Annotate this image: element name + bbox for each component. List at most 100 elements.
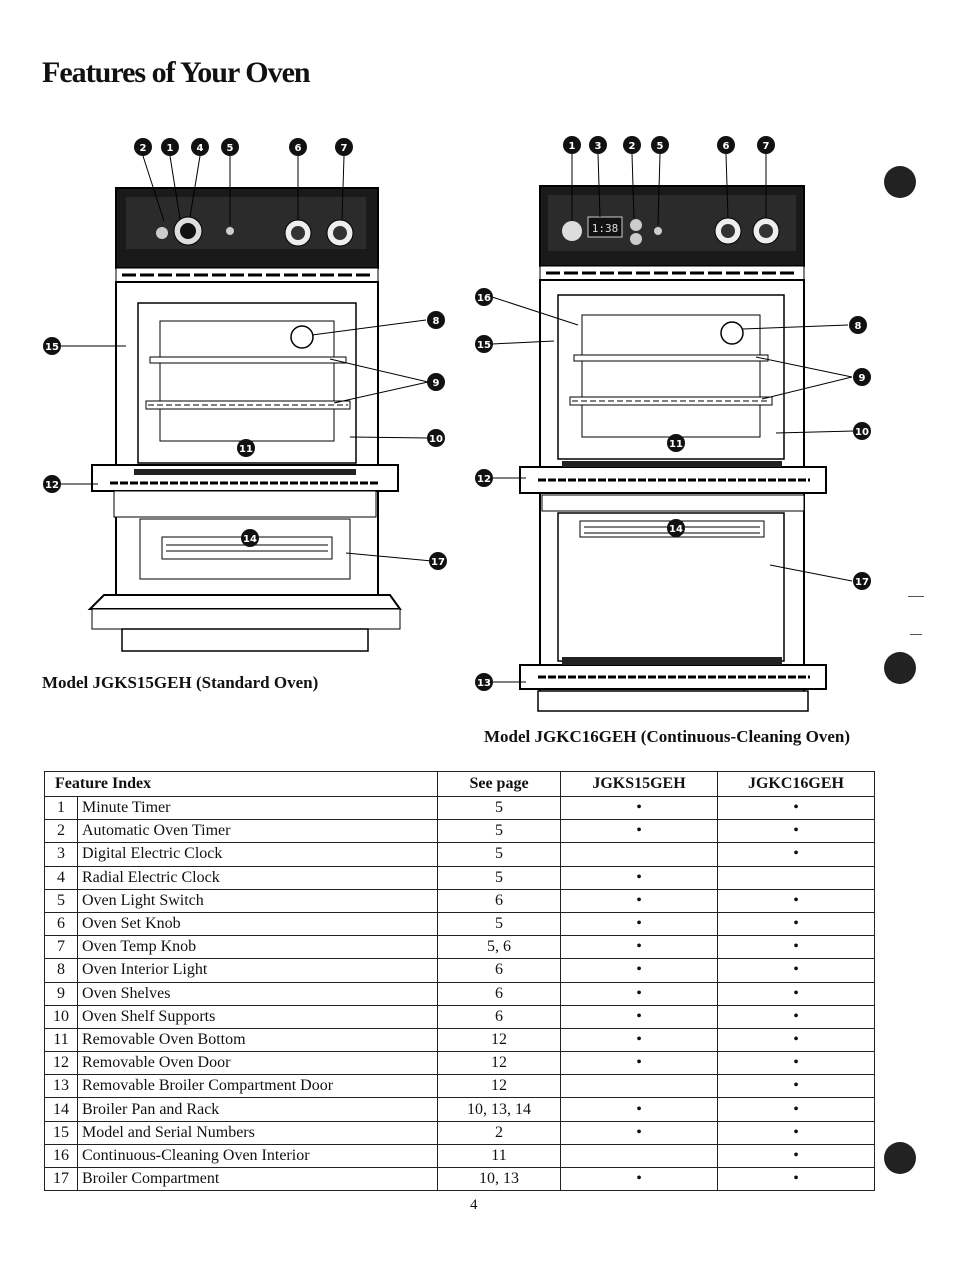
callout-17: 17 xyxy=(853,572,871,590)
feature-name: Oven Light Switch xyxy=(77,888,438,913)
feature-number: 6 xyxy=(44,911,78,937)
callout-10: 10 xyxy=(853,422,871,440)
svg-text:8: 8 xyxy=(855,321,862,332)
svg-text:1: 1 xyxy=(167,143,174,154)
jgkc16geh-cell: • xyxy=(717,911,875,937)
feature-name: Oven Set Knob xyxy=(77,911,438,937)
see-page-cell: 5, 6 xyxy=(437,935,561,960)
svg-text:1: 1 xyxy=(569,141,576,152)
feature-name: Automatic Oven Timer xyxy=(77,819,438,844)
jgkc16geh-cell: • xyxy=(717,981,875,1006)
feature-name: Oven Interior Light xyxy=(77,958,438,983)
feature-name: Broiler Pan and Rack xyxy=(77,1097,438,1122)
feature-number: 8 xyxy=(44,958,78,983)
callout-15: 15 xyxy=(475,335,493,353)
jgks15geh-cell: • xyxy=(560,911,718,937)
svg-text:5: 5 xyxy=(657,141,664,152)
see-page-cell: 6 xyxy=(437,888,561,913)
svg-text:9: 9 xyxy=(859,373,866,384)
see-page-cell: 2 xyxy=(437,1120,561,1145)
jgkc16geh-cell: • xyxy=(717,1074,875,1099)
callout-17: 17 xyxy=(429,552,447,570)
binder-hole xyxy=(884,652,916,684)
jgks15geh-cell: • xyxy=(560,819,718,844)
callout-5: 5 xyxy=(221,138,239,156)
callout-16: 16 xyxy=(475,288,493,306)
jgkc16geh-cell: • xyxy=(717,1166,875,1192)
jgks15geh-cell: • xyxy=(560,1051,718,1076)
callout-8: 8 xyxy=(849,316,867,334)
caption-standard-oven: Model JGKS15GEH (Standard Oven) xyxy=(42,673,319,692)
svg-text:7: 7 xyxy=(763,141,770,152)
svg-text:11: 11 xyxy=(239,444,253,455)
callout-15: 15 xyxy=(43,337,61,355)
jgkc16geh-cell: • xyxy=(717,1004,875,1029)
header-see-page: See page xyxy=(437,771,561,797)
feature-name: Removable Oven Bottom xyxy=(77,1027,438,1053)
feature-name: Digital Electric Clock xyxy=(77,842,438,867)
callout-2: 2 xyxy=(134,138,152,156)
svg-text:15: 15 xyxy=(477,340,491,351)
see-page-cell: 12 xyxy=(437,1074,561,1099)
table-header-row: Feature Index See page JGKS15GEH JGKC16G… xyxy=(44,771,875,797)
svg-text:14: 14 xyxy=(669,524,683,535)
svg-text:17: 17 xyxy=(431,557,445,568)
feature-number: 5 xyxy=(44,888,78,913)
header-feature-index: Feature Index xyxy=(44,771,438,797)
see-page-cell: 12 xyxy=(437,1027,561,1053)
callout-7: 7 xyxy=(757,136,775,154)
jgks15geh-cell: • xyxy=(560,958,718,983)
feature-number: 14 xyxy=(44,1097,78,1122)
header-jgks15geh: JGKS15GEH xyxy=(560,771,718,797)
svg-text:12: 12 xyxy=(477,474,491,485)
feature-index-table: Feature Index See page JGKS15GEH JGKC16G… xyxy=(44,771,875,1192)
callout-2: 2 xyxy=(623,136,641,154)
see-page-cell: 10, 13 xyxy=(437,1166,561,1192)
feature-name: Radial Electric Clock xyxy=(77,865,438,890)
feature-number: 10 xyxy=(44,1004,78,1029)
callout-12: 12 xyxy=(43,475,61,493)
jgks15geh-cell: • xyxy=(560,1097,718,1122)
jgks15geh-cell: • xyxy=(560,1004,718,1029)
jgks15geh-cell: • xyxy=(560,795,718,821)
feature-number: 4 xyxy=(44,865,78,890)
jgkc16geh-cell: • xyxy=(717,958,875,983)
feature-number: 12 xyxy=(44,1051,78,1076)
svg-text:12: 12 xyxy=(45,480,59,491)
jgkc16geh-cell: • xyxy=(717,819,875,844)
jgks15geh-cell: • xyxy=(560,1120,718,1145)
feature-name: Removable Broiler Compartment Door xyxy=(77,1074,438,1099)
svg-text:8: 8 xyxy=(433,316,440,327)
svg-text:2: 2 xyxy=(629,141,636,152)
see-page-cell: 5 xyxy=(437,842,561,867)
svg-text:5: 5 xyxy=(227,143,234,154)
svg-text:3: 3 xyxy=(595,141,602,152)
callout-5: 5 xyxy=(651,136,669,154)
callout-3: 3 xyxy=(589,136,607,154)
feature-number: 11 xyxy=(44,1027,78,1053)
jgks15geh-cell xyxy=(560,1143,718,1169)
feature-number: 17 xyxy=(44,1166,78,1192)
callout-13: 13 xyxy=(475,673,493,691)
callout-4: 4 xyxy=(191,138,209,156)
callout-11: 11 xyxy=(667,434,685,452)
see-page-cell: 6 xyxy=(437,958,561,983)
feature-name: Oven Shelf Supports xyxy=(77,1004,438,1029)
jgkc16geh-cell: • xyxy=(717,1120,875,1145)
jgks15geh-cell xyxy=(560,842,718,867)
feature-number: 13 xyxy=(44,1074,78,1099)
feature-name: Model and Serial Numbers xyxy=(77,1120,438,1145)
svg-text:14: 14 xyxy=(243,534,257,545)
svg-text:17: 17 xyxy=(855,577,869,588)
